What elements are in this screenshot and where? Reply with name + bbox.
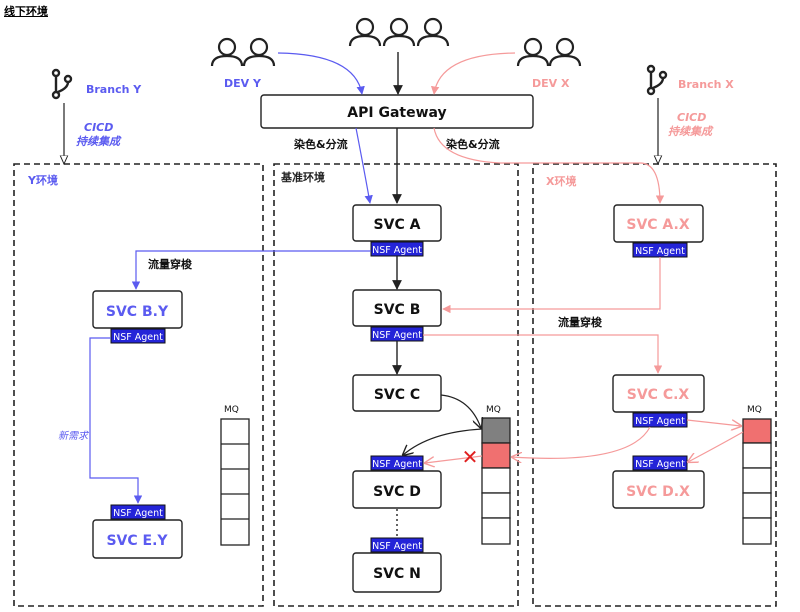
dev-x-to-gateway-arrow [430, 52, 516, 95]
svc-a-label: SVC A [374, 217, 421, 233]
svc-cx-to-base-mq-arrow [512, 426, 651, 458]
svc-cx-label: SVC C.X [627, 387, 690, 403]
through-right-label: 流量穿梭 [558, 315, 603, 329]
svc-a-box[interactable]: SVC A [352, 204, 442, 242]
svc-ax-agent-label: NSF Agent [635, 246, 685, 257]
mq-y: MQ [220, 405, 250, 546]
svc-ey-agent: NSF Agent [110, 504, 166, 520]
gateway-to-svc-ax-arrow [433, 127, 665, 204]
svc-n-label: SVC N [373, 566, 421, 582]
svc-c-produce-arrow [440, 394, 481, 428]
cicd-y-cn-label: 持续集成 [76, 135, 122, 148]
mq-x-cell-dyed [742, 418, 772, 444]
cicd-x-label: CICD [677, 111, 706, 124]
mq-x-label: MQ [747, 405, 762, 415]
svc-n-box[interactable]: SVC N [352, 552, 442, 593]
dev-y-to-gateway-arrow [277, 52, 365, 95]
svc-by-to-svc-ey-arrow [89, 337, 143, 504]
svc-ax-to-svc-b-arrow [442, 257, 661, 314]
cicd-y-label: CICD [84, 121, 113, 134]
dev-y-users-icon [210, 37, 276, 67]
gateway-blue-dispatch-arrow [355, 127, 373, 204]
cicd-x-cn-label: 持续集成 [668, 125, 714, 138]
branch-y-label: Branch Y [86, 83, 142, 96]
dye-left-label: 染色&分流 [294, 137, 348, 151]
dye-right-label: 染色&分流 [446, 137, 500, 151]
env-base-frame: 基准环境 [273, 163, 519, 607]
svc-ax-label: SVC A.X [626, 217, 689, 233]
mq-base-cell-consumed [481, 417, 511, 444]
end-users-icon [348, 17, 450, 47]
page-title: 线下环境 [4, 5, 48, 18]
svc-n-agent: NSF Agent [370, 537, 424, 553]
mq-base-cell-dyed [481, 442, 511, 469]
svc-b-label: SVC B [374, 302, 421, 318]
env-y-label: Y环境 [27, 173, 58, 187]
reject-mark-icon: ✕ [462, 445, 479, 469]
mq-x-consume-arrow [688, 431, 744, 462]
svc-by-box[interactable]: SVC B.Y [92, 290, 183, 329]
svc-ey-agent-label: NSF Agent [113, 508, 163, 519]
svc-n-agent-label: NSF Agent [372, 541, 422, 552]
svc-b-agent: NSF Agent [370, 326, 424, 342]
svc-by-agent-label: NSF Agent [113, 332, 163, 343]
mq-base: MQ [481, 405, 511, 545]
svc-ax-agent: NSF Agent [632, 242, 688, 258]
env-base-label: 基准环境 [280, 170, 325, 184]
new-requirement-label: 新需求 [58, 430, 90, 442]
dev-x-users-icon [516, 37, 582, 67]
through-left-label: 流量穿梭 [148, 257, 193, 271]
svc-dx-label: SVC D.X [626, 484, 690, 500]
env-y-frame: Y环境 [13, 163, 264, 607]
svc-dx-agent: NSF Agent [632, 455, 688, 471]
env-x-label: X环境 [546, 174, 576, 188]
mq-base-rejected-arrow [425, 455, 483, 463]
mq-y-label: MQ [224, 405, 239, 415]
branch-x-label: Branch X [678, 78, 734, 91]
svc-dx-box[interactable]: SVC D.X [612, 470, 705, 509]
svc-c-box[interactable]: SVC C [352, 374, 442, 412]
svc-cx-box[interactable]: SVC C.X [612, 374, 705, 413]
svc-ax-box[interactable]: SVC A.X [613, 204, 704, 243]
svc-ey-box[interactable]: SVC E.Y [92, 519, 183, 559]
svc-b-agent-label: NSF Agent [372, 330, 422, 341]
svc-d-label: SVC D [373, 484, 421, 500]
svc-dx-agent-label: NSF Agent [635, 459, 685, 470]
svc-d-agent: NSF Agent [370, 455, 424, 471]
svc-by-agent: NSF Agent [110, 328, 166, 344]
svc-cx-agent: NSF Agent [632, 412, 688, 428]
svc-a-agent-label: NSF Agent [372, 245, 422, 256]
svc-c-label: SVC C [374, 387, 420, 403]
mq-base-consume-arrow [403, 428, 483, 455]
dev-x-label: DEV X [532, 77, 570, 90]
svc-b-box[interactable]: SVC B [352, 289, 442, 327]
svc-cx-produce-arrow [686, 419, 741, 426]
dev-y-label: DEV Y [224, 77, 262, 90]
svc-d-box[interactable]: SVC D [352, 470, 442, 509]
branch-x-icon [646, 64, 668, 96]
branch-y-icon [51, 68, 73, 100]
svc-d-agent-label: NSF Agent [372, 459, 422, 470]
svc-b-to-svc-cx-arrow [423, 334, 663, 374]
mq-base-label: MQ [486, 405, 501, 415]
api-gateway-label: API Gateway [347, 105, 446, 121]
svc-a-to-svc-by-arrow [131, 250, 371, 290]
svc-cx-agent-label: NSF Agent [635, 416, 685, 427]
svc-by-label: SVC B.Y [106, 304, 169, 320]
svc-a-agent: NSF Agent [370, 241, 424, 257]
api-gateway-box[interactable]: API Gateway [260, 94, 534, 129]
mq-x: MQ [742, 405, 772, 545]
svc-ey-label: SVC E.Y [106, 533, 168, 549]
